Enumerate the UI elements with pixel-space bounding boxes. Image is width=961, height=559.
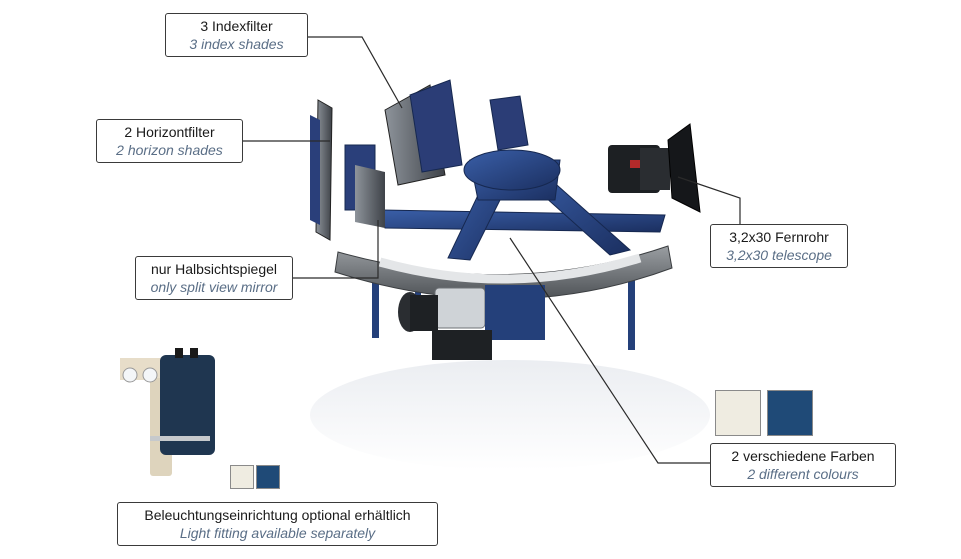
index-shades — [384, 79, 529, 186]
telescope — [608, 123, 701, 213]
index-shades-label-de: 3 Indexfilter — [200, 18, 273, 34]
index-shades-label: 3 Indexfilter 3 index shades — [165, 13, 308, 57]
floor-reflection — [310, 360, 710, 470]
light-fitting-drawing — [120, 348, 215, 476]
split-mirror-label: nur Halbsichtspiegel only split view mir… — [135, 256, 293, 300]
leader-lines — [242, 36, 741, 464]
index-shades-label-en: 3 index shades — [189, 36, 284, 52]
horizon-shades-label-de: 2 Horizontfilter — [124, 124, 215, 140]
colours-label: 2 verschiedene Farben 2 different colour… — [710, 443, 896, 487]
horizon-shades-label-en: 2 horizon shades — [116, 142, 223, 158]
colours-label-de: 2 verschiedene Farben — [731, 448, 875, 464]
light-fitting-cream-swatch — [230, 465, 254, 489]
horizon-shades — [310, 99, 385, 241]
cream-colour-swatch — [715, 390, 761, 436]
split-mirror-label-de: nur Halbsichtspiegel — [150, 261, 278, 277]
telescope-label-en: 3,2x30 telescope — [726, 247, 832, 263]
light-fitting-label: Beleuchtungseinrichtung optional erhältl… — [117, 502, 438, 546]
telescope-label-de: 3,2x30 Fernrohr — [729, 229, 829, 245]
telescope-label: 3,2x30 Fernrohr 3,2x30 telescope — [710, 224, 848, 268]
light-fitting-label-de: Beleuchtungseinrichtung optional erhältl… — [144, 507, 411, 523]
light-fitting-navy-swatch — [256, 465, 280, 489]
colours-label-en: 2 different colours — [747, 466, 859, 482]
micrometer-drum — [398, 285, 545, 360]
light-fitting-label-en: Light fitting available separately — [179, 525, 376, 541]
navy-colour-swatch — [767, 390, 813, 436]
horizon-shades-label: 2 Horizontfilter 2 horizon shades — [96, 119, 243, 163]
split-mirror-label-en: only split view mirror — [150, 279, 278, 295]
